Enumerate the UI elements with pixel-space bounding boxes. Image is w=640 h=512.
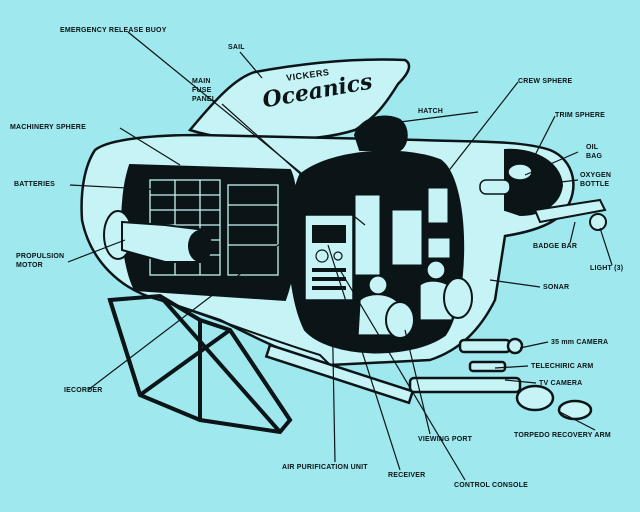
- label-badge-bar: BADGE BAR: [533, 243, 578, 250]
- crew-sphere-interior: [354, 187, 451, 276]
- landing-frame: [107, 293, 293, 435]
- label-main-fuse-panel-1: MAIN: [192, 78, 211, 85]
- label-machinery-sphere: MACHINERY SPHERE: [10, 124, 86, 131]
- label-batteries: BATTERIES: [14, 181, 55, 188]
- label-light: LIGHT (3): [590, 265, 624, 272]
- label-control-console: CONTROL CONSOLE: [454, 482, 529, 489]
- label-sonar: SONAR: [543, 284, 570, 291]
- label-propulsion-motor-2: MOTOR: [16, 262, 43, 269]
- label-tv-camera: TV CAMERA: [539, 380, 583, 387]
- viewing-ports: [385, 277, 473, 339]
- label-receiver: RECEIVER: [388, 472, 426, 479]
- label-35mm-camera: 35 mm CAMERA: [551, 339, 609, 346]
- manipulator-arms: [264, 337, 593, 421]
- label-main-fuse-panel-2: FUSE: [192, 87, 212, 94]
- label-crew-sphere: CREW SPHERE: [518, 78, 573, 85]
- badge-bar: [533, 198, 607, 231]
- oil-bag-oxygen: [479, 163, 533, 195]
- label-trim-sphere: TRIM SPHERE: [555, 112, 606, 119]
- label-oil-bag-2: BAG: [586, 153, 603, 160]
- hatch: [353, 115, 408, 151]
- label-torpedo-recovery-arm: TORPEDO RECOVERY ARM: [514, 432, 611, 439]
- label-telechiric-arm: TELECHIRIC ARM: [531, 363, 594, 370]
- label-sail: SAIL: [228, 44, 245, 51]
- label-air-purification-unit: AIR PURIFICATION UNIT: [282, 464, 368, 471]
- label-recorder: IECORDER: [64, 387, 103, 394]
- label-viewing-port: VIEWING PORT: [418, 436, 473, 443]
- label-oxygen-bottle-1: OXYGEN: [580, 172, 612, 179]
- label-oil-bag-1: OIL: [586, 144, 599, 151]
- label-main-fuse-panel-3: PANEL: [192, 96, 217, 103]
- label-hatch: HATCH: [418, 108, 443, 115]
- label-propulsion-motor-1: PROPULSION: [16, 253, 65, 260]
- control-console-panel: [304, 214, 354, 301]
- propulsion-motor: [103, 210, 212, 263]
- label-oxygen-bottle-2: BOTTLE: [580, 181, 610, 188]
- label-emergency-release-buoy: EMERGENCY RELEASE BUOY: [60, 27, 167, 34]
